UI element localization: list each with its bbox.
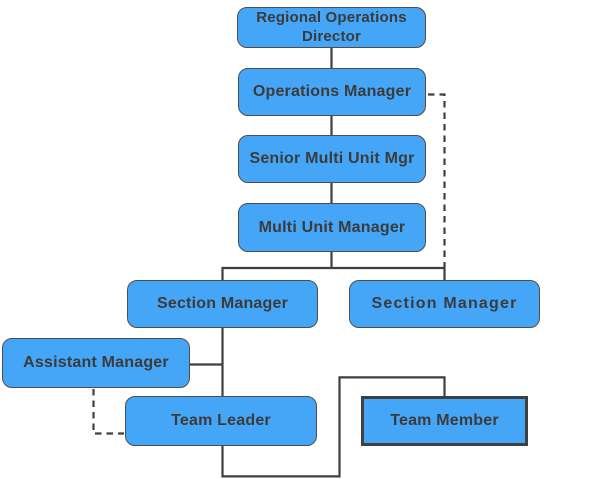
node-label: Multi Unit Manager <box>258 218 406 236</box>
node-team-leader: Team Leader <box>125 396 317 446</box>
node-multi-unit-manager: Multi Unit Manager <box>238 203 426 252</box>
node-label: Section Manager <box>156 295 289 312</box>
node-senior-multi-unit-mgr: Senior Multi Unit Mgr <box>238 135 426 183</box>
node-label: Assistant Manager <box>23 354 169 371</box>
node-label: Team Leader <box>171 412 271 429</box>
dashed-connectors <box>92 93 446 435</box>
node-label: Section Manager <box>371 295 518 312</box>
node-label: Senior Multi Unit Mgr <box>249 150 415 167</box>
node-operations-manager: Operations Manager <box>238 68 426 116</box>
node-section-manager-left: Section Manager <box>127 280 318 328</box>
node-label: Regional Operations Director <box>256 8 407 45</box>
node-assistant-manager: Assistant Manager <box>2 338 190 388</box>
solid-connectors <box>190 48 446 478</box>
node-regional-operations-director: Regional Operations Director <box>237 7 426 48</box>
node-label: Team Member <box>390 412 499 429</box>
node-label: Operations Manager <box>252 83 412 100</box>
node-team-member: Team Member <box>361 396 528 446</box>
node-section-manager-right: Section Manager <box>349 280 540 328</box>
